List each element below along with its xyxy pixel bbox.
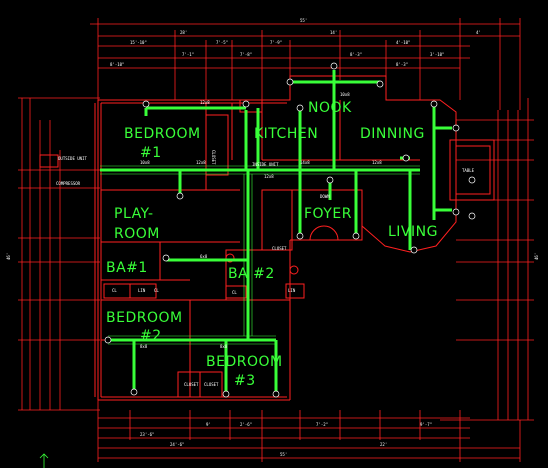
dim-b5: 9'-7" [420,422,432,427]
label-down: DOWN [320,194,330,199]
label-closet-b3b: CLOSET [204,382,219,387]
duct-size-7: 8x8 [140,344,148,349]
dim-d2: 7'-1" [182,52,194,57]
duct-edges [100,165,420,345]
dim-top-right: 4' [476,30,481,35]
label-bath1: BA#1 [106,260,148,276]
label-bedroom2-line1: BEDROOM [106,310,183,326]
label-bedroom3-line2: #3 [234,373,256,389]
dim-b4: 7'-2" [316,422,328,427]
label-closet-hall: CLOSET [272,246,287,251]
dim-bottom-right: 22' [380,442,387,447]
dim-d9: 8'-10" [110,62,124,67]
label-bedroom1-line1: BEDROOM [124,126,201,142]
duct-size-4: 12x8 [372,160,382,165]
label-lin1: LIN [138,288,146,293]
dim-d5: 7'-9" [270,40,282,45]
label-playroom-line2: ROOM [114,226,160,242]
label-lin2: LIN [288,288,296,293]
dim-top-total: 55' [300,18,307,23]
label-dining: DINNING [360,126,425,142]
label-bedroom2-line2: #2 [140,328,162,344]
label-cl3: CL [154,288,159,293]
label-living: LIVING [388,224,438,240]
dim-bottom-total: 55' [280,452,287,457]
label-bedroom1-line2: #1 [140,145,162,161]
label-inside-unit: INSIDE UNIT [252,162,279,167]
ducts [100,70,452,392]
north-arrow-icon [39,453,49,468]
dim-b2: 9' [206,422,211,427]
label-closet-b3a: CLOSET [184,382,199,387]
room-labels: BEDROOM #1 KITCHEN NOOK DINNING PLAY- RO… [106,100,438,389]
dim-left-total: 46' [6,253,11,260]
label-bedroom3-line1: BEDROOM [206,354,283,370]
duct-size-0: 10x8 [140,160,150,165]
small-labels: CLOSET CLOSET CLOSET CLOSET OUTSIDE UNIT… [56,150,475,387]
dim-d4: 7'-8" [240,52,252,57]
walls [39,75,495,401]
label-foyer: FOYER [304,206,352,222]
dimension-labels: 55' 28' 14' 4' 15'-10" 7'-1" 7'-5" 7'-8"… [6,18,539,457]
duct-size-5: 10x8 [340,92,350,97]
label-closet-bedroom1: CLOSET [211,150,216,165]
dim-d3: 7'-5" [216,40,228,45]
duct-size-8: 8x8 [220,344,228,349]
dim-b3: 2'-6" [240,422,252,427]
dimension-lines [18,18,534,462]
label-playroom-line1: PLAY- [114,206,154,222]
label-outside-unit: OUTSIDE UNIT [58,156,87,161]
dim-bottom-left: 24'-6" [170,442,184,447]
duct-size-6: 12x8 [200,100,210,105]
duct-size-9: 6x8 [200,254,208,259]
dim-d8: 3'-10" [430,52,444,57]
duct-size-labels: 10x8 12x8 12x8 14x8 12x8 10x8 12x8 8x8 8… [140,92,382,349]
label-nook: NOOK [308,100,352,116]
registers [104,62,476,398]
dim-top-mid: 14' [330,30,337,35]
duct-size-1: 12x8 [196,160,206,165]
dim-d7: 4'-10" [396,40,410,45]
dim-d10: 8'-3" [396,62,408,67]
label-table: TABLE [462,168,475,173]
dim-d1: 15'-10" [130,40,147,45]
label-cl1: CL [112,288,117,293]
dim-d6: 8'-3" [350,52,362,57]
label-bath2: BA #2 [228,266,275,282]
dim-top-left: 28' [180,30,187,35]
dim-right-total: 46' [534,253,539,260]
duct-size-2: 12x8 [264,174,274,179]
label-kitchen: KITCHEN [254,126,318,142]
label-compressor: COMPRESSOR [56,181,81,186]
duct-size-3: 14x8 [300,160,310,165]
dim-b1: 23'-6" [140,432,154,437]
label-cl2: CL [232,290,237,295]
